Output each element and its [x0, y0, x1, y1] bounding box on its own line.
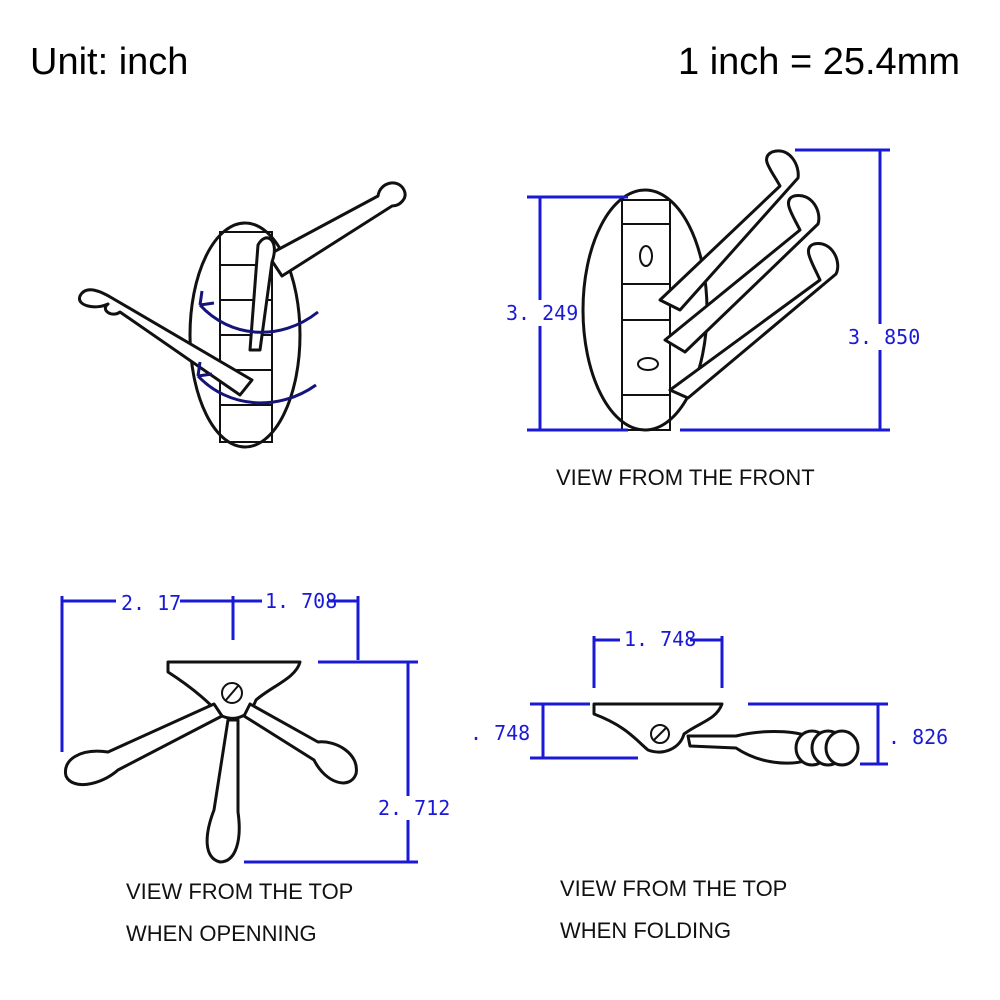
- perspective-view: [78, 181, 407, 449]
- front-plate-band: [621, 199, 671, 431]
- perspective-plate-band: [219, 231, 273, 443]
- caption-top-open-1: VIEW FROM THE TOP: [126, 879, 353, 904]
- front-arm-1: [658, 149, 800, 312]
- front-view: 3. 249 3. 850 VIEW FROM THE FRONT: [500, 148, 920, 490]
- perspective-arm-lower: [78, 288, 254, 397]
- dim-fold-plate-width: 1. 748: [624, 627, 696, 651]
- caption-top-open-2: WHEN OPENNING: [126, 921, 317, 946]
- screw-slot-lower: [637, 357, 659, 371]
- fold-base-plate: [592, 702, 724, 754]
- caption-front: VIEW FROM THE FRONT: [556, 465, 815, 490]
- open-arm-right: [242, 702, 358, 785]
- top-open-view: 2. 17 1. 708 2. 712 VIEW FROM THE TOP WH…: [60, 588, 450, 946]
- fold-pivot-screw: [650, 724, 670, 744]
- dim-open-depth: 2. 712: [378, 796, 450, 820]
- perspective-arm-upper: [266, 181, 407, 278]
- fold-arms: [686, 730, 810, 765]
- open-arm-left: [63, 702, 224, 787]
- dim-total-height: 3. 850: [848, 325, 920, 349]
- unit-label: Unit: inch: [30, 41, 189, 83]
- caption-top-fold-2: WHEN FOLDING: [560, 918, 731, 943]
- dim-open-width-right: 1. 708: [265, 589, 337, 613]
- open-pivot-screw: [221, 682, 243, 704]
- rotate-arrow-lower: [196, 374, 317, 405]
- front-arm-3: [668, 242, 840, 400]
- perspective-arm-middle: [248, 236, 276, 352]
- dim-plate-height: 3. 249: [506, 301, 578, 325]
- dim-fold-arm-depth: . 826: [888, 725, 948, 749]
- front-arm-2: [663, 194, 821, 354]
- open-arm-down: [205, 718, 241, 864]
- screw-slot-upper: [639, 245, 653, 267]
- dim-open-width-left: 2. 17: [121, 591, 181, 615]
- caption-top-fold-1: VIEW FROM THE TOP: [560, 876, 787, 901]
- fold-arm-tips: [824, 729, 860, 767]
- rotate-arrow-upper: [198, 303, 319, 334]
- conversion-label: 1 inch = 25.4mm: [678, 41, 960, 83]
- dim-fold-plate-depth: . 748: [470, 721, 530, 745]
- top-fold-view: 1. 748 . 748 . 826 VIEW FROM THE TOP WHE…: [470, 627, 948, 943]
